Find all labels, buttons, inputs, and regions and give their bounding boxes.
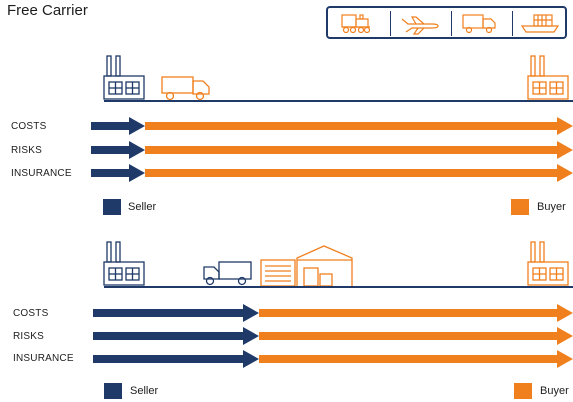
- top-legend-buyer-label: Buyer: [537, 201, 566, 213]
- bottom-row-label-risks: RISKS: [13, 331, 45, 342]
- top-arrow-risks: [91, 141, 573, 159]
- bottom-arrows: [93, 304, 573, 368]
- bottom-seller-arrow-insurance: [93, 355, 245, 363]
- top-row-label-risks: RISKS: [11, 145, 43, 156]
- bottom-row-label-insurance: INSURANCE: [13, 353, 74, 364]
- top-arrow-insurance: [91, 164, 573, 182]
- bottom-legend-buyer-swatch: [514, 383, 532, 399]
- bottom-buyer-arrow-insurance: [259, 355, 560, 363]
- bottom-buyer-arrow-risks: [259, 332, 560, 340]
- top-arrow-costs: [91, 117, 573, 135]
- bottom-timeline: [104, 286, 573, 288]
- top-legend-seller-label: Seller: [128, 201, 157, 213]
- top-legend-seller-swatch: [103, 199, 121, 215]
- seller-factory-icon-bottom: [103, 241, 145, 286]
- top-seller-arrow-risks: [91, 146, 131, 154]
- truck-icon-bottom: [203, 261, 252, 286]
- top-row-label-costs: COSTS: [11, 121, 47, 132]
- top-seller-arrow-costs: [91, 122, 131, 130]
- truck-icon-top: [161, 76, 210, 101]
- buyer-factory-icon: [527, 55, 569, 100]
- seller-factory-icon: [103, 55, 145, 100]
- bottom-seller-arrow-costs: [93, 309, 245, 317]
- bottom-buyer-arrow-costs: [259, 309, 560, 317]
- train-icon: [332, 10, 390, 37]
- bottom-legend-buyer-label: Buyer: [540, 385, 569, 397]
- top-legend-buyer-swatch: [511, 199, 529, 215]
- bottom-legend-seller-label: Seller: [130, 385, 159, 397]
- bottom-row-label-costs: COSTS: [13, 308, 49, 319]
- truck-icon: [453, 10, 511, 37]
- bottom-seller-arrow-risks: [93, 332, 245, 340]
- ship-icon: [514, 10, 572, 37]
- buyer-factory-icon-bottom: [527, 241, 569, 286]
- bottom-arrow-costs: [93, 304, 573, 322]
- top-buyer-arrow-risks: [145, 146, 560, 154]
- warehouse-icon: [260, 245, 353, 287]
- top-row-label-insurance: INSURANCE: [11, 168, 72, 179]
- top-timeline: [104, 100, 573, 102]
- top-arrows: [91, 117, 573, 182]
- top-buyer-arrow-insurance: [145, 169, 560, 177]
- top-buyer-arrow-costs: [145, 122, 560, 130]
- bottom-legend-seller-swatch: [104, 383, 122, 399]
- page-title: Free Carrier: [7, 2, 88, 19]
- transport-modes-box: [326, 6, 567, 39]
- bottom-arrow-risks: [93, 327, 573, 345]
- airplane-icon: [392, 10, 450, 37]
- top-seller-arrow-insurance: [91, 169, 131, 177]
- bottom-arrow-insurance: [93, 350, 573, 368]
